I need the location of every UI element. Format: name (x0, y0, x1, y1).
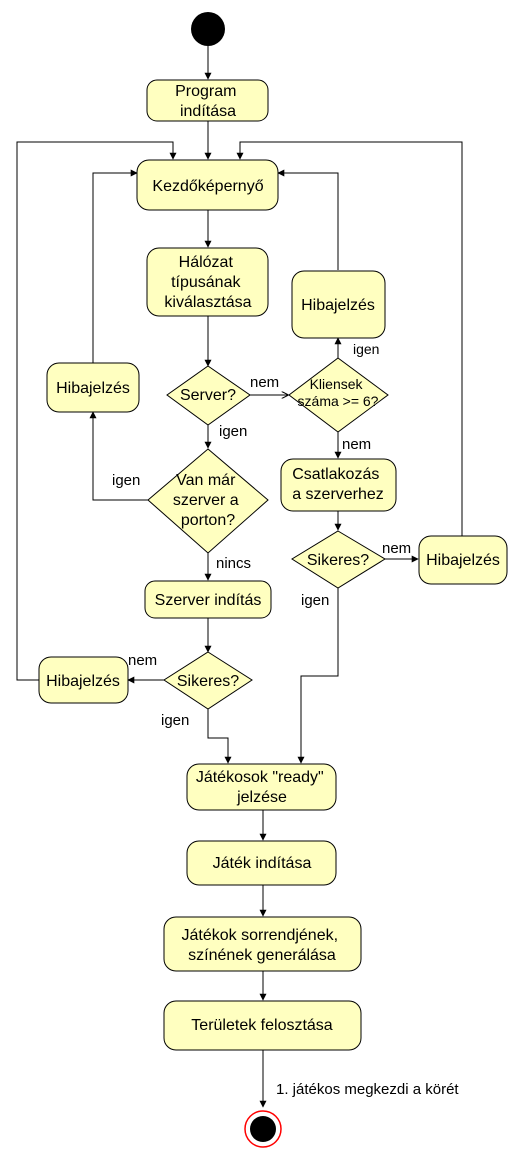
start-server-label: Szerver indítás (155, 592, 262, 609)
error-left-action: Hibajelzés (46, 362, 140, 413)
label-exists-yes: igen (112, 472, 140, 489)
game-start-action: Játék indítása (186, 840, 337, 886)
edges (16, 46, 463, 1108)
error-top-right-action: Hibajelzés (291, 270, 386, 339)
server-success-label: Sikeres? (177, 673, 239, 690)
error-bottom-left-label: Hibajelzés (46, 673, 120, 690)
server-decision-label: Server? (180, 387, 236, 404)
error-top-right-label: Hibajelzés (301, 297, 375, 314)
label-server-no: nem (250, 374, 279, 391)
connect-success-label: Sikeres? (307, 552, 369, 569)
home-screen-label: Kezdőképernyő (152, 178, 263, 195)
label-first-turn: 1. játékos megkezdi a körét (276, 1081, 459, 1098)
label-connect-yes: igen (301, 592, 329, 609)
program-start-action: Program indítása (146, 79, 269, 122)
server-exists-label: Van már szerver a porton? (173, 472, 243, 529)
edge-exists-yes-to-error (89, 411, 148, 501)
label-exists-no: nincs (216, 555, 251, 572)
label-connect-no: nem (382, 540, 411, 557)
home-screen-action: Kezdőképernyő (136, 159, 279, 211)
label-start-yes: igen (161, 712, 189, 729)
players-ready-action: Játékosok "ready" jelzése (186, 763, 337, 811)
error-bottom-left-action: Hibajelzés (38, 656, 129, 704)
initial-node (191, 12, 225, 46)
error-right-label: Hibajelzés (426, 552, 500, 569)
game-start-label: Játék indítása (213, 855, 312, 872)
client-count-decision: Kliensek száma >= 6? (288, 357, 389, 433)
server-decision: Server? (166, 365, 251, 426)
connect-server-action: Csatlakozás a szerverhez (280, 458, 397, 512)
final-node (244, 1110, 282, 1148)
generate-order-action: Játékok sorrendjének, színének generálás… (163, 916, 362, 972)
client-count-label: Kliensek száma >= 6? (298, 376, 379, 409)
connect-success-decision: Sikeres? (291, 530, 386, 589)
error-right-action: Hibajelzés (418, 535, 508, 585)
network-type-label: Hálózat típusának kiválasztása (164, 254, 251, 311)
edge-error-right-to-home (236, 141, 463, 536)
label-server-yes: igen (219, 423, 247, 440)
edge-labels: nem igen igen nem igen nincs nem igen ne… (112, 341, 459, 1098)
split-territories-label: Területek felosztása (191, 1017, 333, 1034)
generate-order-label: Játékok sorrendjének, színének generálás… (182, 927, 343, 964)
edge-error-to-home-right (277, 169, 339, 270)
connect-server-label: Csatlakozás a szerverhez (292, 466, 384, 503)
program-start-label: Program indítása (175, 83, 241, 120)
server-exists-decision: Van már szerver a porton? (147, 448, 269, 554)
split-territories-action: Területek felosztása (163, 1000, 362, 1051)
start-server-action: Szerver indítás (144, 580, 272, 619)
label-client-no: nem (342, 436, 371, 453)
label-client-yes: igen (353, 341, 379, 357)
network-type-action: Hálózat típusának kiválasztása (146, 247, 269, 317)
label-start-no: nem (128, 652, 157, 669)
edge-connect-yes-to-ready (297, 588, 339, 764)
edge-error-bottom-to-home (16, 141, 177, 681)
edge-start-yes-to-ready (207, 709, 232, 764)
players-ready-label: Játékosok "ready" jelzése (196, 769, 328, 806)
edge-error-to-home-left (92, 169, 138, 363)
error-left-label: Hibajelzés (56, 380, 130, 397)
server-success-decision: Sikeres? (163, 651, 253, 710)
